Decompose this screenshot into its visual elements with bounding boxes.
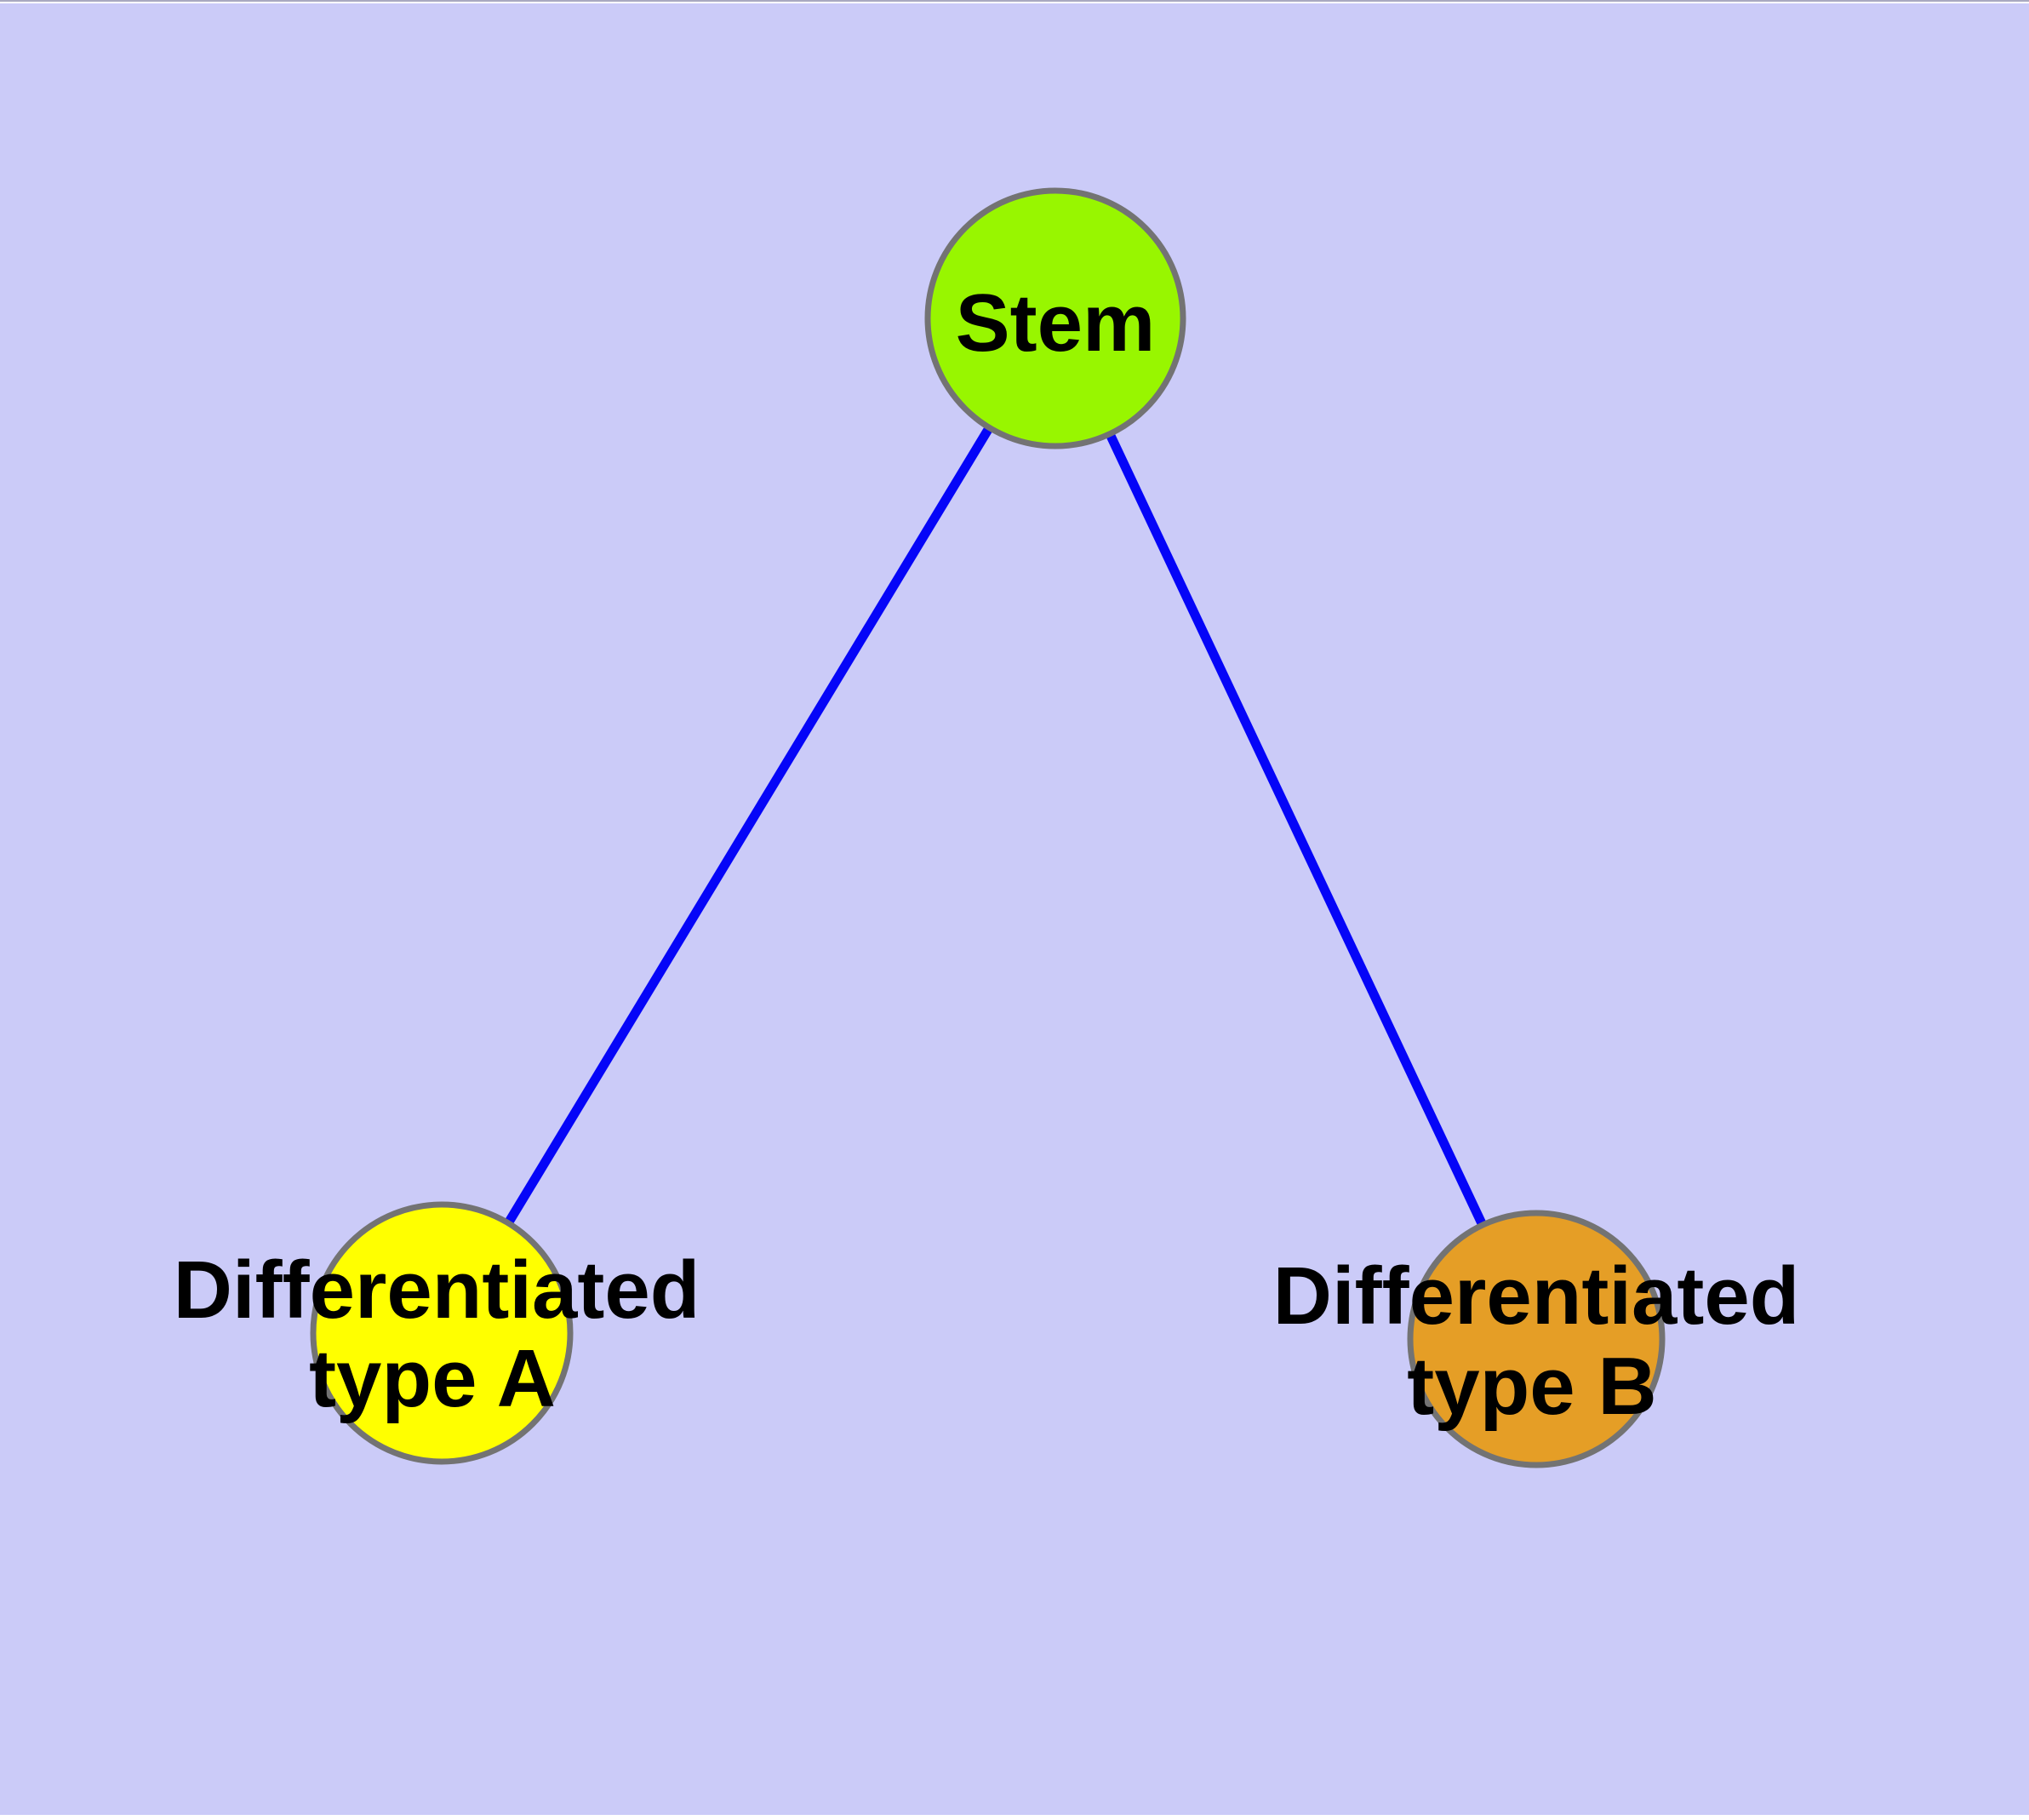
edges [437, 316, 1540, 1342]
node-stem-label: Stem [956, 278, 1156, 369]
node-stem[interactable]: Stem [924, 187, 1186, 449]
edge-stem-to-type-a [437, 316, 1060, 1336]
node-differentiated-type-a-label-line1: Differentiated [174, 1245, 700, 1336]
edge-stem-to-type-b [1051, 316, 1540, 1342]
node-stem-circle[interactable] [924, 187, 1186, 449]
node-differentiated-type-b[interactable]: Differentiated type B [1273, 1210, 1800, 1468]
top-hairline [0, 0, 2029, 2]
node-differentiated-type-a-circle[interactable] [310, 1201, 574, 1465]
node-differentiated-type-a[interactable]: Differentiated type A [174, 1201, 700, 1465]
node-differentiated-type-a-label-line2: type A [309, 1333, 556, 1424]
node-differentiated-type-b-label-line2: type B [1407, 1341, 1656, 1432]
node-differentiated-type-b-circle[interactable] [1407, 1210, 1666, 1468]
node-differentiated-type-b-label-line1: Differentiated [1273, 1251, 1800, 1342]
